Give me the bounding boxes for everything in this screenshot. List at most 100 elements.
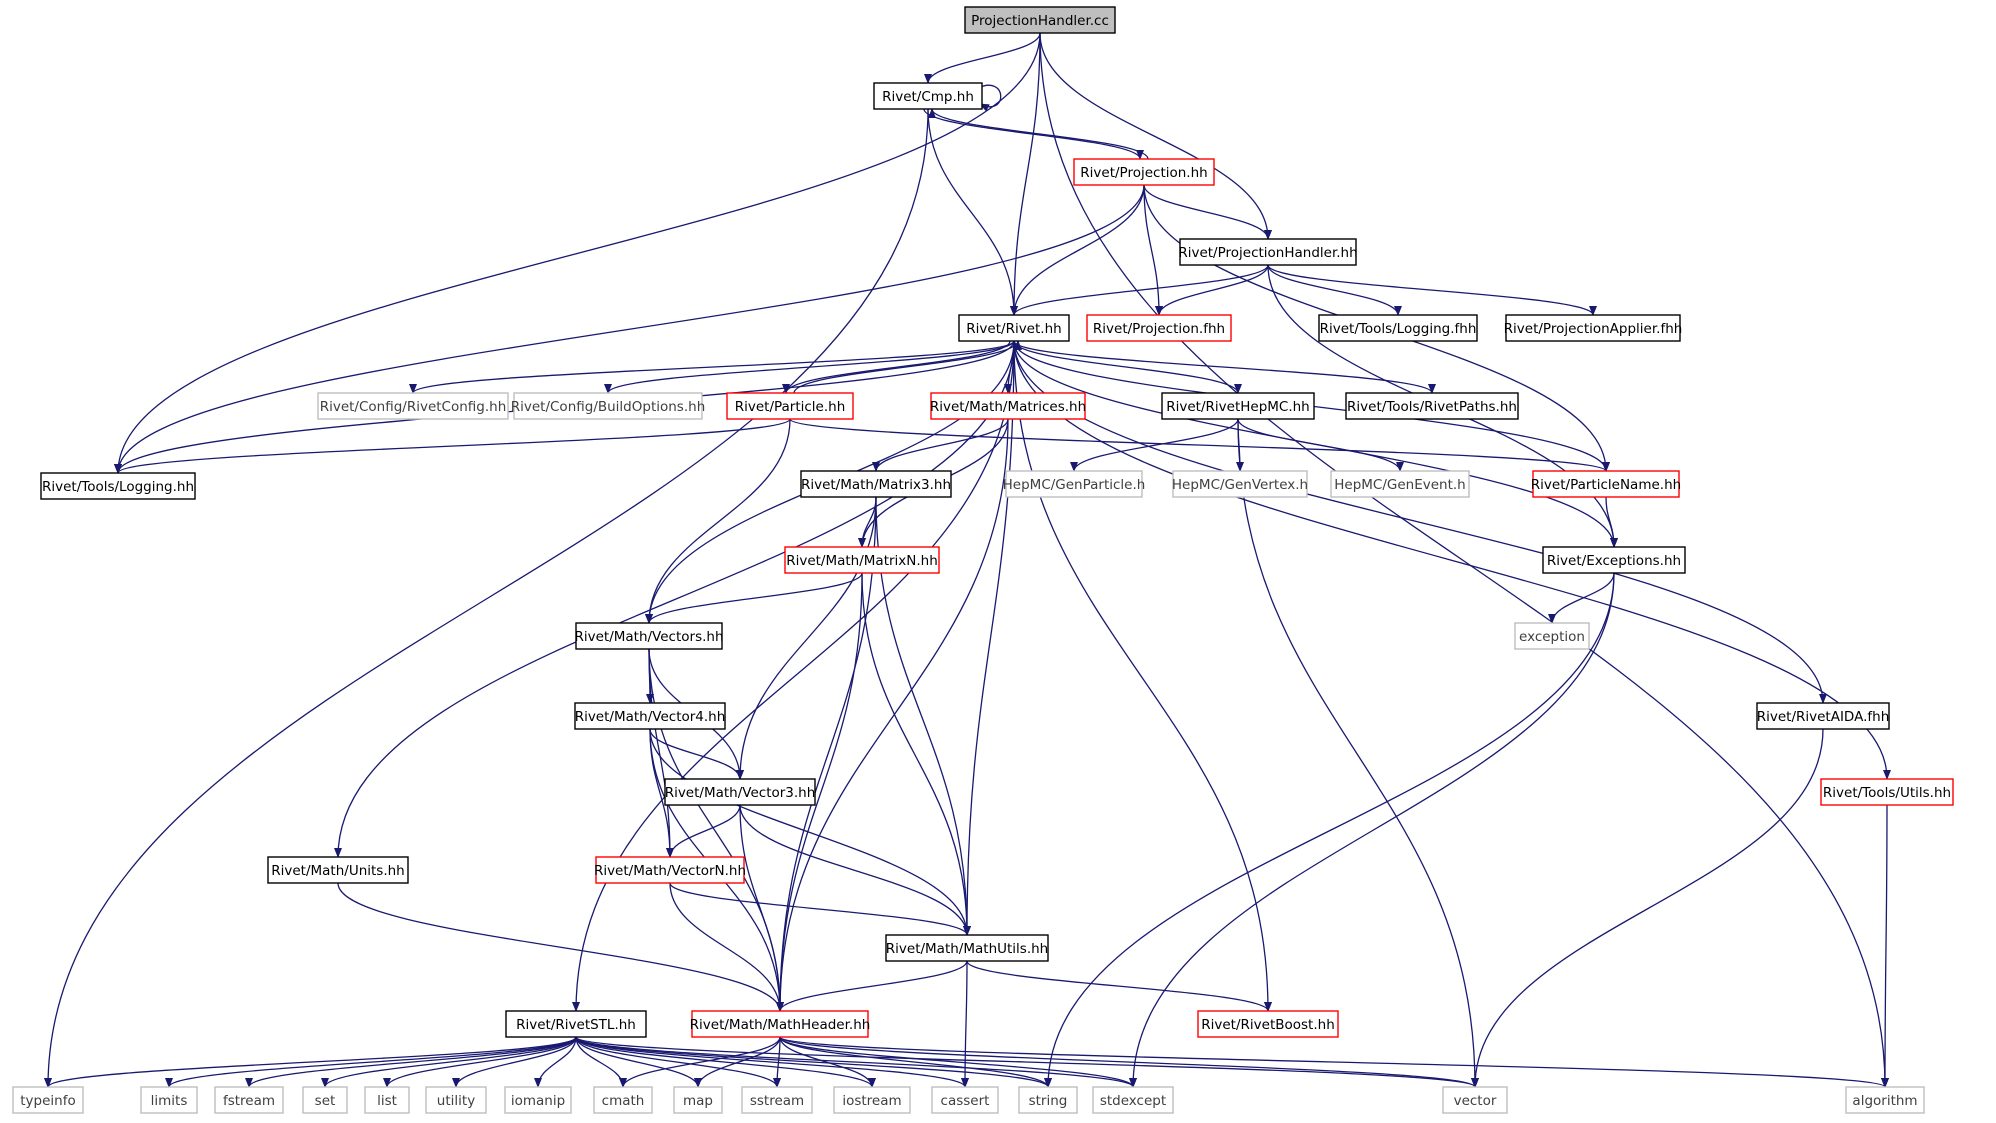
node-box: [958, 314, 1070, 342]
node-mathheader[interactable]: Rivet/Math/MathHeader.hh: [690, 1010, 871, 1038]
edge-projhandler-to-projfhh: [1155, 264, 1269, 316]
node-box: [425, 1086, 487, 1114]
node-label: Rivet/RivetBoost.hh: [1201, 1017, 1335, 1033]
node-box: [1005, 470, 1143, 498]
edge-rivetstl-to-utility: [452, 1036, 577, 1088]
node-box: [214, 1086, 284, 1114]
edge-vector4-to-mathutils: [649, 728, 971, 936]
edge-root-to-cmp: [924, 32, 1041, 84]
node-cmp[interactable]: Rivet/Cmp.hh: [873, 82, 983, 110]
edge-rivetstl-to-string: [575, 1036, 1052, 1088]
node-box: [574, 702, 726, 730]
node-string: string: [1018, 1086, 1078, 1114]
node-particlename[interactable]: Rivet/ParticleName.hh: [1531, 470, 1681, 498]
node-mathutils[interactable]: Rivet/Math/MathUtils.hh: [885, 934, 1049, 962]
node-label: Rivet/Math/VectorN.hh: [594, 863, 746, 879]
edge-rivetstl-to-limits: [165, 1036, 577, 1088]
node-vector4[interactable]: Rivet/Math/Vector4.hh: [574, 702, 726, 730]
edge-mathheader-to-cmath: [619, 1036, 781, 1088]
node-label: Rivet/ProjectionHandler.hh: [1178, 245, 1357, 261]
node-logging[interactable]: Rivet/Tools/Logging.hh: [40, 472, 196, 500]
node-box: [513, 392, 703, 420]
node-box: [833, 1086, 911, 1114]
node-label: cassert: [941, 1093, 990, 1109]
node-label: Rivet/Cmp.hh: [882, 89, 974, 105]
node-box: [575, 622, 723, 650]
node-buildopts: Rivet/Config/BuildOptions.hh: [511, 392, 705, 420]
edge-cmp-to-cmp: [977, 84, 1002, 112]
node-box: [964, 6, 1116, 34]
node-projfhh[interactable]: Rivet/Projection.fhh: [1086, 314, 1232, 342]
node-label: algorithm: [1852, 1093, 1917, 1109]
node-utility: utility: [425, 1086, 487, 1114]
edge-rivethepmc-to-vector: [1237, 418, 1479, 1088]
node-units[interactable]: Rivet/Math/Units.hh: [267, 856, 409, 884]
node-label: Rivet/Math/Matrix3.hh: [801, 477, 951, 493]
node-label: Rivet/Math/Vectors.hh: [574, 629, 723, 645]
node-label: Rivet/ParticleName.hh: [1531, 477, 1681, 493]
node-label: Rivet/Projection.fhh: [1093, 321, 1225, 337]
node-algorithm: algorithm: [1845, 1086, 1925, 1114]
node-vectorn[interactable]: Rivet/Math/VectorN.hh: [594, 856, 746, 884]
node-box: [1845, 1086, 1925, 1114]
node-label: Rivet/RivetSTL.hh: [516, 1017, 636, 1033]
node-utils[interactable]: Rivet/Tools/Utils.hh: [1820, 778, 1954, 806]
node-matrices[interactable]: Rivet/Math/Matrices.hh: [930, 392, 1086, 420]
edge-cmp-to-typeinfo: [44, 108, 929, 1088]
edge-root-to-rivet: [1010, 32, 1041, 316]
node-root[interactable]: ProjectionHandler.cc: [964, 6, 1116, 34]
edge-mathheader-to-string: [779, 1036, 1052, 1088]
edge-matrix3-to-vector3: [736, 496, 877, 780]
edge-utils-to-algorithm: [1881, 804, 1890, 1088]
node-label: Rivet/RivetAIDA.fhh: [1757, 709, 1890, 725]
node-box: [504, 1086, 572, 1114]
node-box: [40, 472, 196, 500]
edge-rivet-to-rivetpaths: [1013, 340, 1436, 394]
node-box: [1179, 238, 1357, 266]
edge-rivet-to-rivetstl: [572, 340, 1015, 1012]
edge-particle-to-particlename: [789, 418, 1610, 472]
node-rivetpaths[interactable]: Rivet/Tools/RivetPaths.hh: [1345, 392, 1519, 420]
node-projhandler[interactable]: Rivet/ProjectionHandler.hh: [1178, 238, 1358, 266]
node-box: [1197, 1010, 1339, 1038]
node-rivetaida[interactable]: Rivet/RivetAIDA.fhh: [1756, 702, 1890, 730]
node-stdexcept: stdexcept: [1092, 1086, 1174, 1114]
node-label: set: [315, 1093, 336, 1109]
node-vectors[interactable]: Rivet/Math/Vectors.hh: [574, 622, 724, 650]
node-matrix3[interactable]: Rivet/Math/Matrix3.hh: [800, 470, 952, 498]
node-rivet[interactable]: Rivet/Rivet.hh: [958, 314, 1070, 342]
node-label: Rivet/Math/MathHeader.hh: [690, 1017, 871, 1033]
edge-projection-to-rivet: [1010, 184, 1145, 316]
node-rivetstl[interactable]: Rivet/RivetSTL.hh: [505, 1010, 647, 1038]
node-projapplier[interactable]: Rivet/ProjectionApplier.fhh: [1504, 314, 1683, 342]
node-box: [140, 1086, 198, 1114]
node-rivetboost[interactable]: Rivet/RivetBoost.hh: [1197, 1010, 1339, 1038]
node-label: vector: [1454, 1093, 1497, 1109]
node-box: [1820, 778, 1954, 806]
node-label: Rivet/Math/Vector4.hh: [575, 709, 726, 725]
node-box: [12, 1086, 84, 1114]
node-label: Rivet/Math/Units.hh: [271, 863, 405, 879]
node-box: [1092, 1086, 1174, 1114]
node-exceptions[interactable]: Rivet/Exceptions.hh: [1542, 546, 1686, 574]
node-label: map: [683, 1093, 713, 1109]
node-box: [317, 392, 509, 420]
node-vector3[interactable]: Rivet/Math/Vector3.hh: [664, 778, 816, 806]
edge-projection-to-projfhh: [1143, 184, 1163, 316]
edge-exceptions-to-string: [1044, 572, 1615, 1088]
node-projection[interactable]: Rivet/Projection.hh: [1073, 158, 1215, 186]
node-vector: vector: [1442, 1086, 1508, 1114]
edge-rivetstl-to-set: [321, 1036, 577, 1088]
node-label: Rivet/Tools/RivetPaths.hh: [1347, 399, 1517, 415]
node-box: [741, 1086, 813, 1114]
node-list: list: [364, 1086, 410, 1114]
edge-projhandler-to-projapplier: [1267, 264, 1597, 316]
node-box: [1161, 392, 1315, 420]
node-rivethepmc[interactable]: Rivet/RivetHepMC.hh: [1161, 392, 1315, 420]
node-logfhh[interactable]: Rivet/Tools/Logging.fhh: [1318, 314, 1478, 342]
node-matrixn[interactable]: Rivet/Math/MatrixN.hh: [784, 546, 940, 574]
node-label: Rivet/ProjectionApplier.fhh: [1504, 321, 1683, 337]
edge-rivetstl-to-cassert: [575, 1036, 969, 1088]
node-particle[interactable]: Rivet/Particle.hh: [726, 392, 854, 420]
edge-rivet-to-buildopts: [604, 340, 1015, 394]
